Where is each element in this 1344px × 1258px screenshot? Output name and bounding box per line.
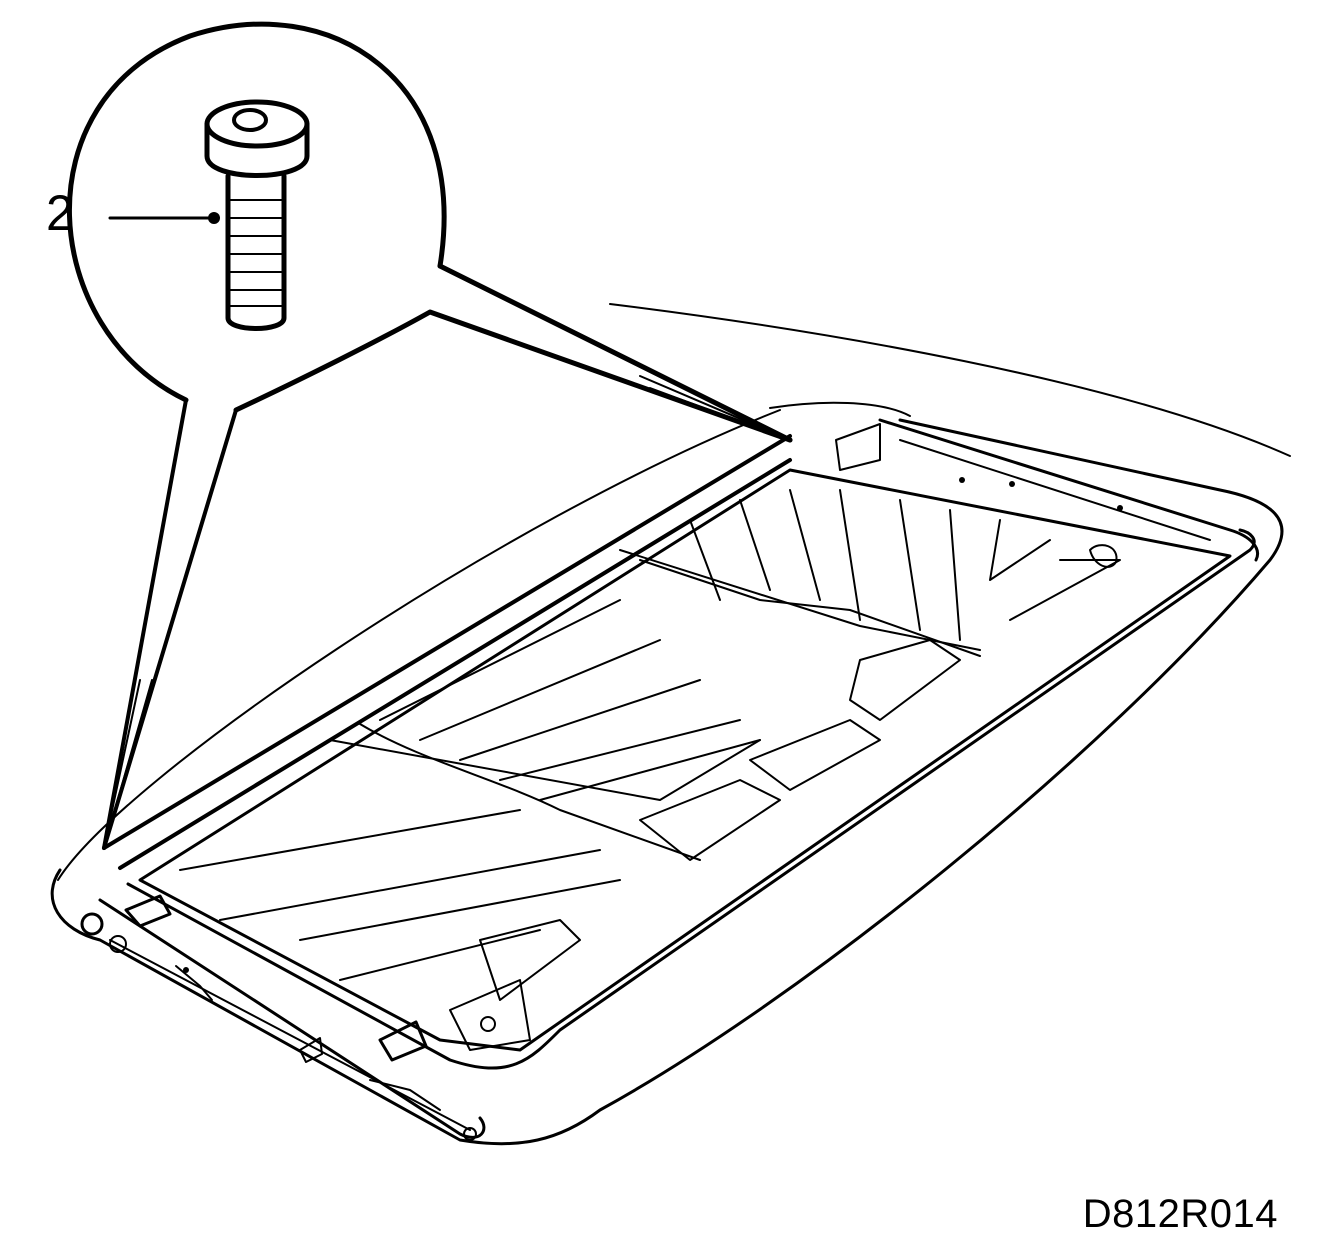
figure-id-label: D812R014 <box>1082 1192 1278 1236</box>
roof-panel-outline <box>50 303 1291 1146</box>
callout-number-label: 2 <box>46 185 74 241</box>
sunroof-glass-panel <box>138 468 1232 1052</box>
callout-leader <box>108 212 220 224</box>
sunroof-frame <box>98 418 1259 1139</box>
bolt-icon <box>204 99 310 331</box>
magnifier-callout <box>67 21 793 850</box>
frame-fixings <box>80 423 1123 1141</box>
